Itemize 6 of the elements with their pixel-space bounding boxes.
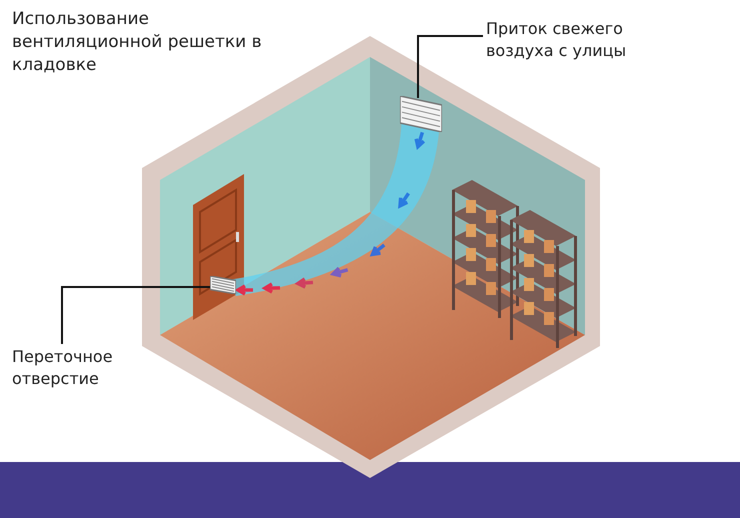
callout-label: Переточное отверстие xyxy=(12,346,132,390)
title: Использование вентиляционной решетки в кладовке xyxy=(12,8,263,77)
ceiling-vent-grille xyxy=(400,96,442,132)
callout-label: Приток свежего воздуха с улицы xyxy=(486,18,646,62)
door-vent-grille xyxy=(210,276,236,294)
leader-line xyxy=(61,286,210,344)
